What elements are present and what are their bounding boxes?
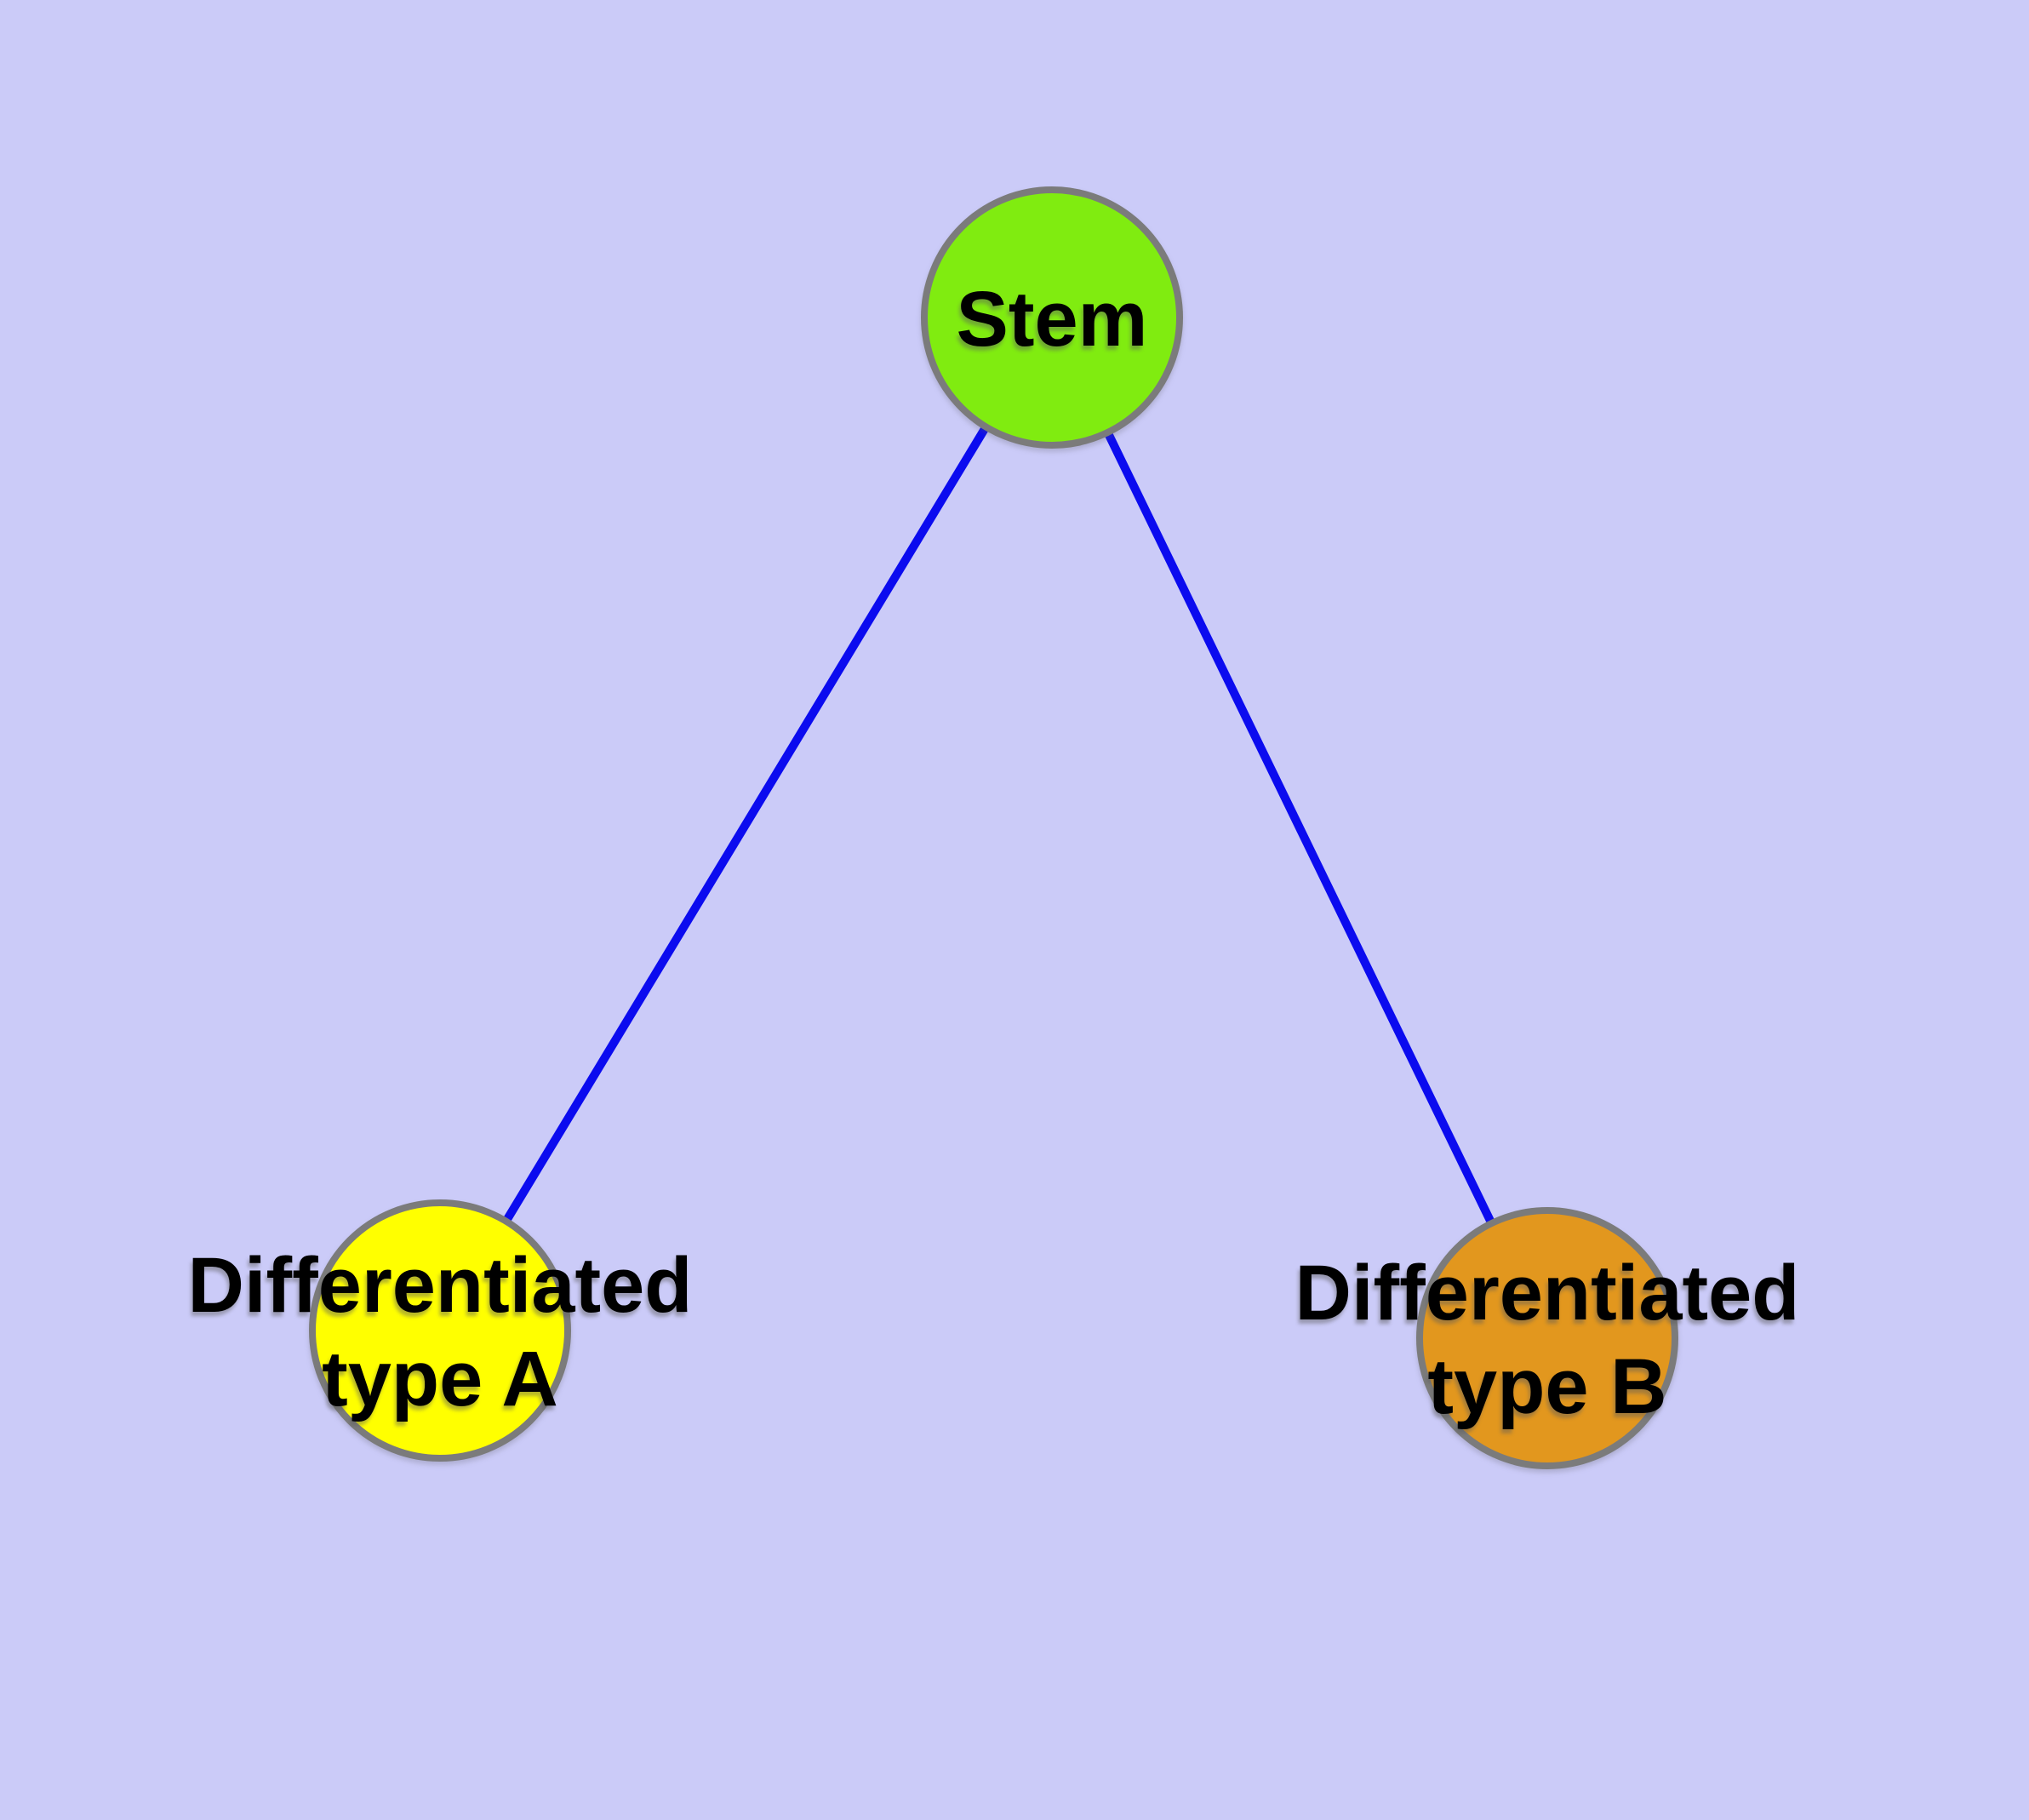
label-differentiated-type-b-line-2: type B — [1427, 1343, 1666, 1430]
label-stem-line-1: Stem — [957, 276, 1148, 363]
edge-stem-to-differentiated-type-a — [436, 315, 1056, 1333]
label-differentiated-type-a-line-1: Differentiated — [188, 1242, 693, 1329]
edge-stem-to-differentiated-type-b — [1048, 315, 1552, 1341]
label-differentiated-type-a-line-2: type A — [322, 1336, 558, 1422]
node-differentiated-type-b — [1416, 1207, 1678, 1469]
label-stem: Stem — [957, 276, 1148, 363]
node-stem — [921, 186, 1183, 449]
label-differentiated-type-b-line-1: Differentiated — [1295, 1250, 1800, 1336]
node-differentiated-type-a — [309, 1199, 571, 1462]
